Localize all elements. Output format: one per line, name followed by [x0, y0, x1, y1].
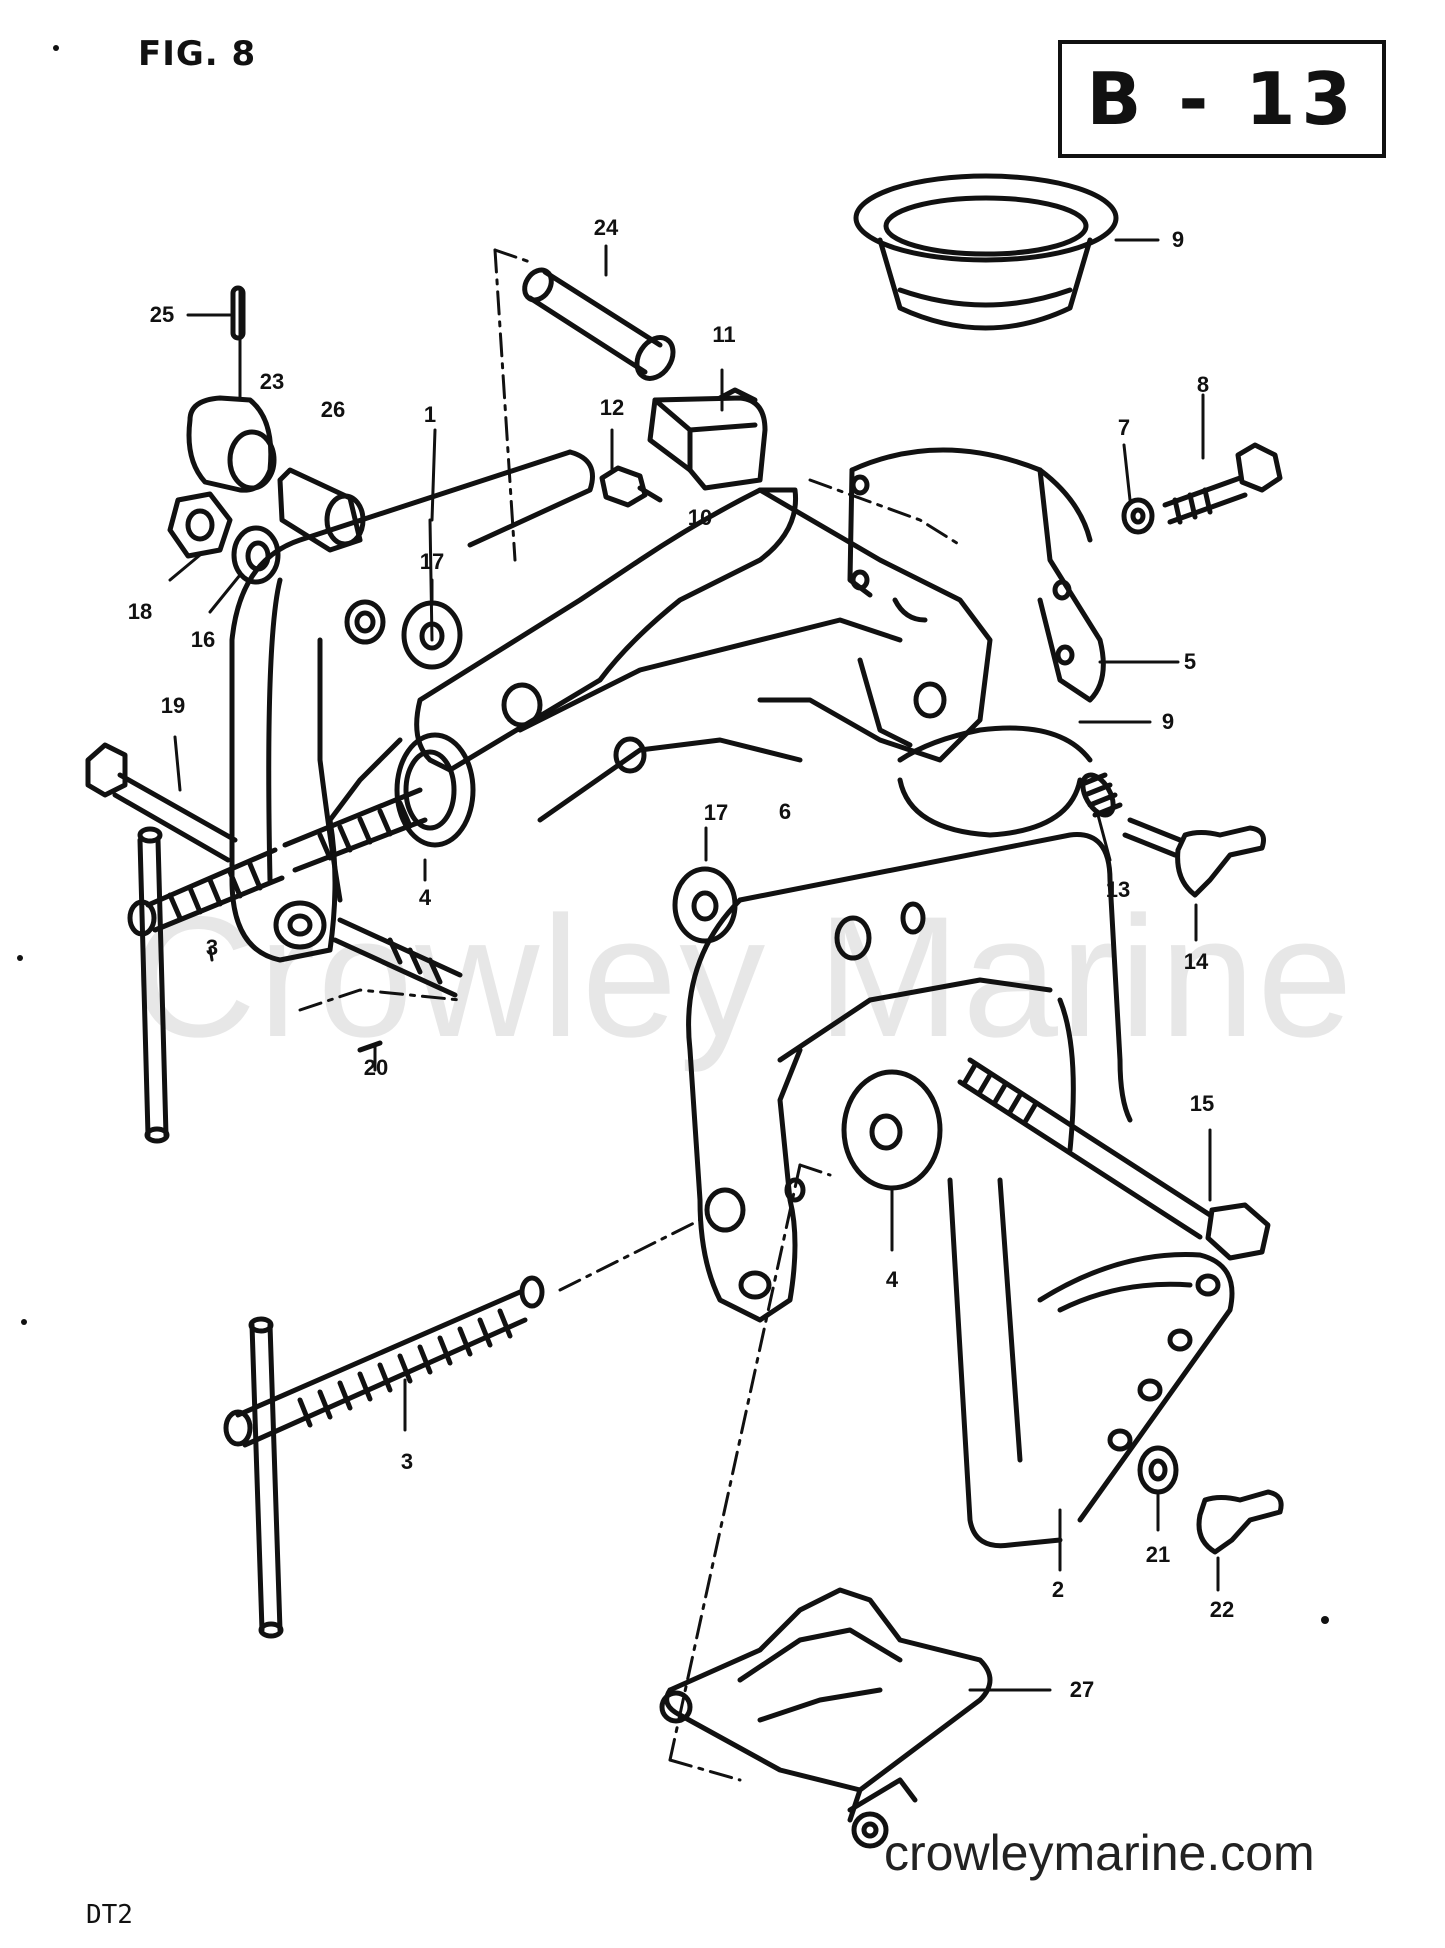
callout-21: 21 — [1145, 1542, 1171, 1567]
part-5-clamp-strap — [847, 447, 1106, 703]
callout-6: 6 — [778, 799, 792, 824]
part-25-cotter-pin — [230, 285, 246, 341]
part-12-grease-fitting — [599, 465, 663, 508]
part-3-clamp-screw-lower — [223, 1275, 545, 1639]
callout-13: 13 — [1105, 877, 1131, 902]
callout-15: 15 — [1189, 1091, 1215, 1116]
part-4-pad-lower — [841, 1069, 943, 1191]
callout-2: 2 — [1051, 1577, 1065, 1602]
callout-20: 20 — [363, 1055, 389, 1080]
part-18-nut — [167, 491, 233, 559]
part-4-pad-upper — [394, 732, 476, 848]
part-14-wing-bolt — [1122, 817, 1266, 898]
callout-26: 26 — [320, 397, 346, 422]
model-code: DT2 — [86, 1900, 133, 1930]
part-17-washer-lower — [672, 866, 738, 944]
callout-9-upper: 9 — [1171, 227, 1185, 252]
assembly-center-lines — [298, 248, 962, 1782]
part-19-bolt — [85, 742, 238, 863]
website-credit: crowleymarine.com — [884, 1825, 1315, 1881]
part-26-bushing — [277, 467, 366, 553]
callout-19: 19 — [160, 693, 186, 718]
part-27-thrust-bracket — [659, 1587, 993, 1849]
callout-3-upper: 3 — [205, 935, 219, 960]
part-23-cap — [186, 395, 277, 493]
page-code-box: B - 13 — [1058, 40, 1386, 158]
callout-9-lower: 9 — [1161, 709, 1175, 734]
callout-16: 16 — [190, 627, 216, 652]
part-9-ring-lower — [897, 725, 1093, 838]
part-13-spring — [1077, 772, 1123, 818]
callout-17-upper: 17 — [419, 549, 445, 574]
part-9-ring-top — [853, 173, 1119, 331]
part-1-clamp-bracket-left — [229, 449, 595, 963]
callout-1: 1 — [423, 402, 437, 427]
callout-14: 14 — [1183, 949, 1209, 974]
part-3-clamp-screw-upper — [127, 787, 428, 1144]
callout-22: 22 — [1209, 1597, 1235, 1622]
callout-5: 5 — [1183, 649, 1197, 674]
part-15-long-bolt — [957, 1057, 1271, 1261]
page-code: B - 13 — [1086, 57, 1358, 141]
part-20-pin — [332, 917, 463, 1053]
scan-specks — [17, 45, 1329, 1624]
figure-title: FIG. 8 — [138, 34, 257, 74]
callout-25: 25 — [149, 302, 175, 327]
callout-8: 8 — [1196, 372, 1210, 397]
callout-24: 24 — [593, 215, 619, 240]
leader-lines — [168, 238, 1220, 1692]
part-24-pin — [522, 267, 676, 381]
part-22-wing-nut — [1196, 1489, 1284, 1555]
part-10-clip — [652, 395, 768, 491]
part-2-handle — [1037, 1252, 1235, 1523]
part-11-clip-spring — [647, 387, 758, 473]
callout-23: 23 — [259, 369, 285, 394]
callout-27: 27 — [1069, 1677, 1095, 1702]
callout-3-lower: 3 — [400, 1449, 414, 1474]
callout-11: 11 — [712, 322, 736, 347]
callout-18: 18 — [127, 599, 153, 624]
part-8-bolt — [1162, 442, 1283, 525]
callout-10: 10 — [687, 505, 713, 530]
callout-17-lower: 17 — [703, 800, 729, 825]
part-6-swivel-bracket — [414, 487, 993, 823]
callout-12: 12 — [599, 395, 625, 420]
callout-7: 7 — [1117, 415, 1131, 440]
callout-4-lower: 4 — [885, 1267, 899, 1292]
part-2-clamp-bracket-right — [686, 832, 1133, 1549]
callout-4-upper: 4 — [418, 885, 432, 910]
part-21-nut — [1137, 1445, 1179, 1495]
part-7-washer — [1121, 497, 1155, 535]
